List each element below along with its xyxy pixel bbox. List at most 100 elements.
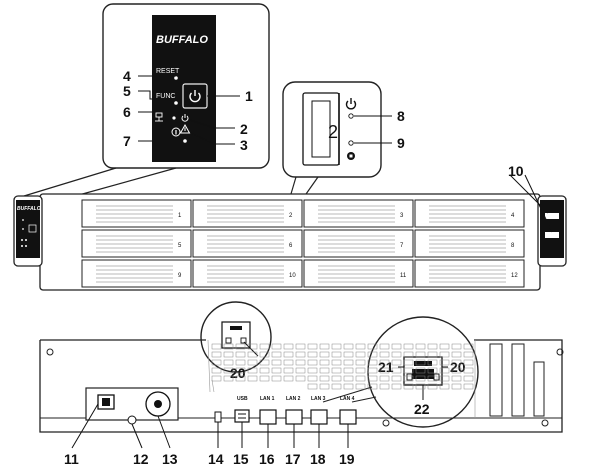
rear-usb-ports[interactable] — [234, 409, 250, 423]
func-button[interactable] — [174, 101, 178, 105]
vent-slot — [235, 351, 246, 358]
vent-slot — [295, 367, 306, 374]
callout-11: 11 — [64, 451, 79, 467]
drive-bay-number: 10 — [289, 273, 296, 279]
front-usb-port-1[interactable] — [545, 213, 559, 219]
vent-slot — [463, 383, 474, 390]
vent-slot — [415, 383, 426, 390]
vent-slot — [247, 367, 258, 374]
vent-slot — [319, 367, 330, 374]
vent-slot — [403, 359, 414, 366]
vent-slot — [427, 351, 438, 358]
vent-slot — [343, 351, 354, 358]
callout-19: 19 — [339, 451, 355, 467]
drive-bay-number: 9 — [178, 273, 182, 279]
vent-slot — [451, 375, 462, 382]
vent-slot — [211, 367, 222, 374]
vent-slot — [319, 383, 330, 390]
lan4-port[interactable] — [339, 409, 357, 425]
lan2-port[interactable] — [285, 409, 303, 425]
callout-16: 16 — [259, 451, 275, 467]
lan4-label: LAN 4 — [340, 396, 355, 402]
vent-slot — [391, 375, 402, 382]
vent-slot — [367, 367, 378, 374]
vent-slot — [271, 343, 282, 350]
brand-logo: BUFFALO — [156, 34, 208, 46]
lan3-port[interactable] — [310, 409, 328, 425]
tray-bay-number: 2 — [328, 122, 338, 142]
func-label: FUNC — [156, 93, 175, 100]
vent-slot — [331, 367, 342, 374]
rj45-zoom-large: 21 20 22 — [322, 316, 479, 428]
vent-slot — [391, 383, 402, 390]
drive-tray-zoom: 2 8 9 — [282, 81, 405, 205]
drive-bay[interactable]: 2 — [192, 199, 303, 228]
vent-slot — [343, 343, 354, 350]
drive-bay-number: 12 — [511, 273, 518, 279]
drive-bay-number: 7 — [400, 243, 404, 249]
vent-slot — [295, 359, 306, 366]
drive-bay[interactable]: 8 — [414, 229, 525, 258]
reset-hole[interactable] — [174, 76, 178, 80]
drive-bay[interactable]: 6 — [192, 229, 303, 258]
callout-7: 7 — [123, 133, 131, 149]
vent-slot — [415, 375, 426, 382]
vent-slot — [391, 367, 402, 374]
vent-slot — [439, 343, 450, 350]
callout-5: 5 — [123, 83, 131, 99]
vent-slot — [247, 351, 258, 358]
drive-bay[interactable]: 7 — [303, 229, 414, 258]
vent-slot — [355, 343, 366, 350]
vent-slot — [379, 351, 390, 358]
vent-slot — [379, 343, 390, 350]
vent-slot — [403, 383, 414, 390]
front-panel-zoom: BUFFALO RESET FUNC — [23, 3, 270, 199]
vent-slot — [367, 375, 378, 382]
callout-14: 14 — [208, 451, 224, 467]
drive-bay[interactable]: 10 — [192, 259, 303, 288]
vent-slot — [271, 375, 282, 382]
kensington-slot[interactable] — [214, 411, 222, 423]
vent-slot — [379, 383, 390, 390]
vent-slot — [415, 367, 426, 374]
lan1-label: LAN 1 — [260, 396, 275, 402]
drive-bay[interactable]: 12 — [414, 259, 525, 288]
vent-slot — [439, 351, 450, 358]
callout-9: 9 — [397, 135, 405, 151]
vent-slot — [235, 367, 246, 374]
front-usb-port-2[interactable] — [545, 232, 559, 238]
callout-13: 13 — [162, 451, 178, 467]
drive-bay[interactable]: 5 — [81, 229, 192, 258]
vent-slot — [259, 343, 270, 350]
vent-slot — [259, 359, 270, 366]
callout-3: 3 — [240, 137, 248, 153]
vent-slot — [439, 359, 450, 366]
lan1-port[interactable] — [259, 409, 277, 425]
drive-power-led — [348, 113, 354, 119]
drive-bay-number: 3 — [400, 213, 404, 219]
reset-label: RESET — [156, 68, 180, 75]
vent-slot — [391, 359, 402, 366]
drive-bay-number: 6 — [289, 243, 293, 249]
power-switch[interactable] — [127, 415, 137, 425]
power-icon — [345, 98, 357, 110]
pcie-slot-2 — [511, 343, 525, 417]
vent-slot — [319, 351, 330, 358]
vent-slot — [343, 359, 354, 366]
vent-slot — [451, 359, 462, 366]
vent-slot — [283, 375, 294, 382]
drive-bay[interactable]: 9 — [81, 259, 192, 288]
vent-slot — [295, 343, 306, 350]
vent-slot — [367, 383, 378, 390]
vent-slot — [403, 343, 414, 350]
vent-slot — [343, 367, 354, 374]
drive-bay[interactable]: 11 — [303, 259, 414, 288]
drive-bay[interactable]: 1 — [81, 199, 192, 228]
drive-bay[interactable]: 3 — [303, 199, 414, 228]
vent-slot — [379, 375, 390, 382]
drive-bay[interactable]: 4 — [414, 199, 525, 228]
vent-slot — [223, 359, 234, 366]
warning-triangle-icon — [179, 123, 191, 134]
callout-4: 4 — [123, 68, 131, 84]
